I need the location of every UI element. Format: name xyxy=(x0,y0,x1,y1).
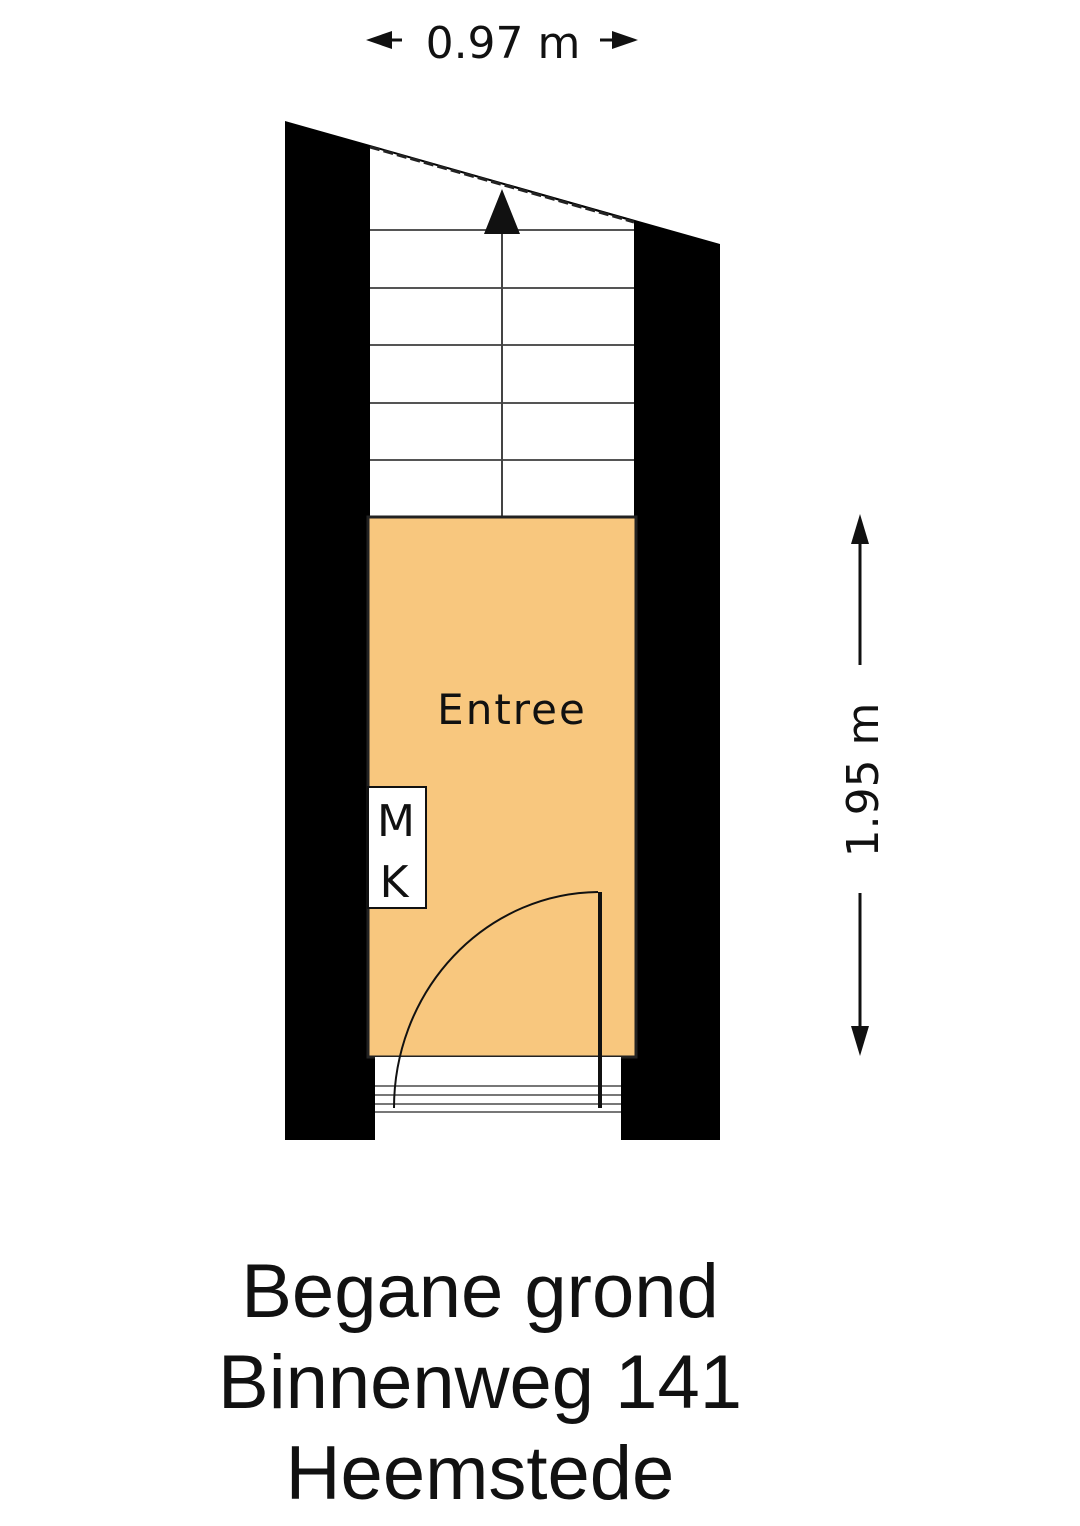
meter-cupboard: M K xyxy=(367,786,427,909)
arrow-up-icon xyxy=(851,514,869,544)
door-swing-arc xyxy=(393,891,599,1109)
caption-city: Heemstede xyxy=(285,1431,675,1516)
stair-up-arrow-icon xyxy=(484,189,520,234)
threshold-lines xyxy=(375,1085,621,1113)
caption-floor: Begane grond xyxy=(241,1249,719,1334)
room-entree-label: Entree xyxy=(437,685,587,734)
arrow-right-icon xyxy=(612,31,638,49)
arrow-left-icon xyxy=(366,31,392,49)
meter-cupboard-letter-k: K xyxy=(380,857,410,908)
length-dimension: 1.95 m xyxy=(838,514,889,1056)
width-dimension-label: 0.97 m xyxy=(426,18,581,69)
stair-cut-line xyxy=(369,145,635,224)
entrance-threshold xyxy=(375,1057,621,1140)
arrow-down-icon xyxy=(851,1026,869,1056)
meter-cupboard-letter-m: M xyxy=(377,796,415,847)
width-dimension: 0.97 m xyxy=(366,18,638,69)
front-door xyxy=(393,891,602,1109)
caption-street: Binnenweg 141 xyxy=(218,1340,742,1425)
room-entree xyxy=(366,515,638,1059)
length-dimension-label: 1.95 m xyxy=(838,703,889,858)
